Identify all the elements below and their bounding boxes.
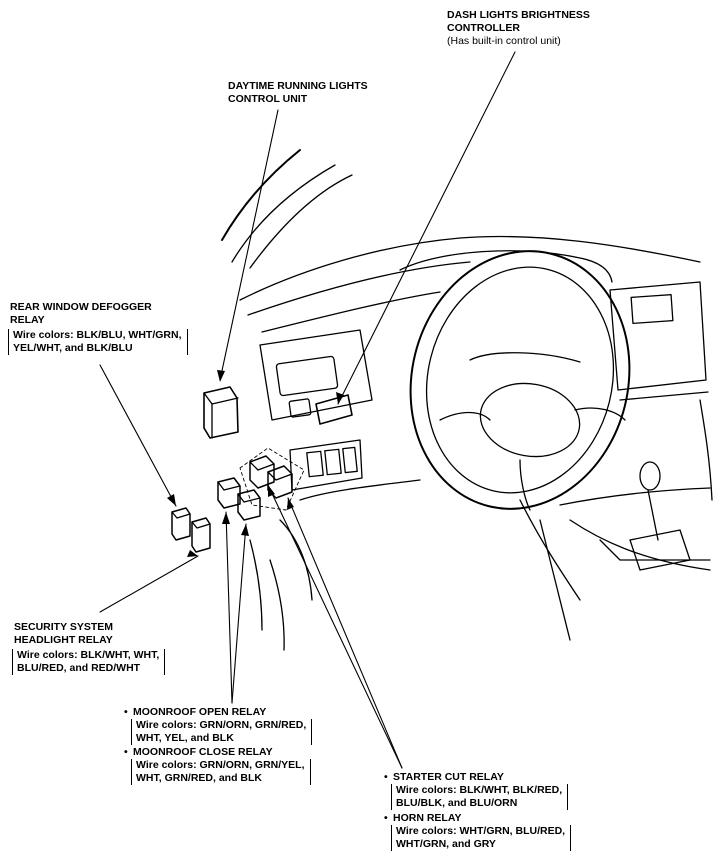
center-console [569, 519, 711, 571]
dash-lights-label: DASH LIGHTS BRIGHTNESS CONTROLLER (Has b… [447, 9, 590, 48]
moonroof-close-wire-2: WHT, GRN/RED, and BLK [136, 772, 262, 784]
arrow-heads [167, 370, 344, 557]
leader-lines [99, 51, 516, 769]
starter-cut-wire-1: Wire colors: BLK/WHT, BLK/RED, [396, 784, 563, 796]
security-title-1: SECURITY SYSTEM [14, 621, 113, 633]
drl-control-unit [203, 386, 239, 439]
moonroof-close-relay [237, 489, 261, 521]
center-stack [609, 281, 707, 391]
starter-cut-wire-2: BLU/BLK, and BLU/ORN [396, 797, 518, 809]
security-wire-colors: Wire colors: BLK/WHT, WHT, BLU/RED, and … [12, 649, 166, 675]
security-relay [191, 517, 211, 553]
horn-title: HORN RELAY [384, 812, 462, 825]
dash-lights-note: (Has built-in control unit) [447, 35, 561, 47]
drl-title-1: DAYTIME RUNNING LIGHTS [228, 80, 368, 92]
rear-defogger-title-2: RELAY [10, 314, 45, 326]
dash-lights-title-1: DASH LIGHTS BRIGHTNESS [447, 9, 590, 21]
starter-cut-title: STARTER CUT RELAY [384, 771, 504, 784]
left-dash-panel [259, 329, 373, 421]
security-wire-1: Wire colors: BLK/WHT, WHT, [17, 649, 160, 661]
drl-title-2: CONTROL UNIT [228, 93, 308, 105]
a-pillar [231, 164, 336, 263]
security-title-2: HEADLIGHT RELAY [14, 634, 113, 646]
gear-knob [639, 461, 661, 491]
horn-wire-1: Wire colors: WHT/GRN, BLU/RED, [396, 825, 566, 837]
security-wire-2: BLU/RED, and RED/WHT [17, 662, 141, 674]
moonroof-open-wire-2: WHT, YEL, and BLK [136, 732, 234, 744]
moonroof-open-wire-colors: Wire colors: GRN/ORN, GRN/RED, WHT, YEL,… [131, 719, 313, 745]
moonroof-close-wire-colors: Wire colors: GRN/ORN, GRN/YEL, WHT, GRN/… [131, 759, 311, 785]
relay-area-outline [239, 447, 305, 511]
moonroof-close-wire-1: Wire colors: GRN/ORN, GRN/YEL, [136, 759, 305, 771]
drl-label: DAYTIME RUNNING LIGHTS CONTROL UNIT [228, 80, 368, 106]
rear-defogger-relay [171, 507, 191, 541]
dash-top [239, 235, 701, 301]
windshield-edge [221, 149, 301, 241]
moonroof-open-relay [217, 477, 241, 509]
steering-wheel-hub [479, 382, 581, 458]
rear-defogger-wire-1: Wire colors: BLK/BLU, WHT/GRN, [13, 329, 182, 341]
security-label: SECURITY SYSTEM HEADLIGHT RELAY [14, 621, 113, 647]
moonroof-open-title: MOONROOF OPEN RELAY [124, 706, 266, 719]
rear-defogger-title-1: REAR WINDOW DEFOGGER [10, 301, 152, 313]
dash-lights-title-2: CONTROLLER [447, 22, 520, 34]
moonroof-open-wire-1: Wire colors: GRN/ORN, GRN/RED, [136, 719, 307, 731]
rear-defogger-wire-2: YEL/WHT, and BLK/BLU [13, 342, 133, 354]
horn-wire-2: WHT/GRN, and GRY [396, 838, 496, 850]
rear-defogger-label: REAR WINDOW DEFOGGER RELAY [10, 301, 152, 327]
starter-cut-relay [249, 455, 275, 489]
moonroof-close-title: MOONROOF CLOSE RELAY [124, 746, 273, 759]
rear-defogger-wire-colors: Wire colors: BLK/BLU, WHT/GRN, YEL/WHT, … [8, 329, 188, 355]
steering-wheel-rim [409, 250, 631, 510]
starter-cut-wire-colors: Wire colors: BLK/WHT, BLK/RED, BLU/BLK, … [391, 784, 569, 810]
horn-wire-colors: Wire colors: WHT/GRN, BLU/RED, WHT/GRN, … [391, 825, 572, 851]
